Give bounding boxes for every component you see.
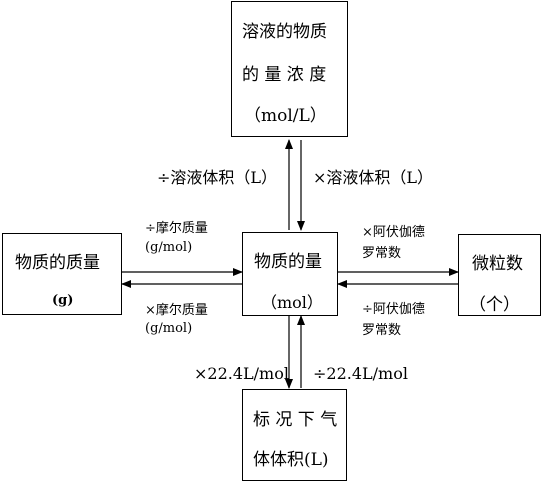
concentration-line2: 的 量 浓 度	[242, 65, 327, 85]
concentration-line3: （mol/L）	[244, 106, 327, 126]
label-mul-molar-mass-2: (g/mol)	[145, 321, 193, 336]
particles-box: 微粒数 （个）	[458, 234, 541, 316]
particles-line2: （个）	[469, 295, 520, 315]
label-div-molar-mass-1: ÷摩尔质量	[145, 221, 208, 236]
label-div-molar-volume: ÷22.4L/mol	[313, 364, 408, 383]
concentration-line1: 溶液的物质	[242, 22, 327, 42]
gas-volume-line2: 体体积(L)	[253, 450, 329, 470]
label-mul-avogadro-2: 罗常数	[362, 246, 402, 261]
mass-line2: (g)	[52, 293, 74, 308]
label-div-solution-volume: ÷溶液体积（L）	[157, 168, 278, 187]
label-mul-molar-volume: ×22.4L/mol	[194, 364, 289, 383]
label-mul-solution-volume: ×溶液体积（L）	[313, 168, 434, 187]
label-mul-avogadro-1: ×阿伏伽德	[362, 225, 425, 240]
mass-box: 物质的质量 (g)	[2, 233, 122, 315]
gas-volume-line1: 标 况 下 气	[253, 410, 338, 430]
gas-volume-box: 标 况 下 气 体体积(L)	[242, 389, 347, 481]
mass-line1: 物质的质量	[15, 253, 100, 273]
label-div-avogadro-1: ÷阿伏伽德	[362, 302, 425, 317]
amount-line1: 物质的量	[254, 252, 322, 272]
label-div-avogadro-2: 罗常数	[362, 323, 402, 338]
amount-box: 物质的量 （mol）	[242, 232, 338, 316]
amount-line2: （mol）	[261, 293, 323, 312]
concentration-box: 溶液的物质 的 量 浓 度 （mol/L）	[231, 1, 348, 137]
label-mul-molar-mass-1: ×摩尔质量	[145, 303, 208, 318]
label-div-molar-mass-2: (g/mol)	[145, 240, 193, 255]
particles-line1: 微粒数	[472, 254, 523, 274]
